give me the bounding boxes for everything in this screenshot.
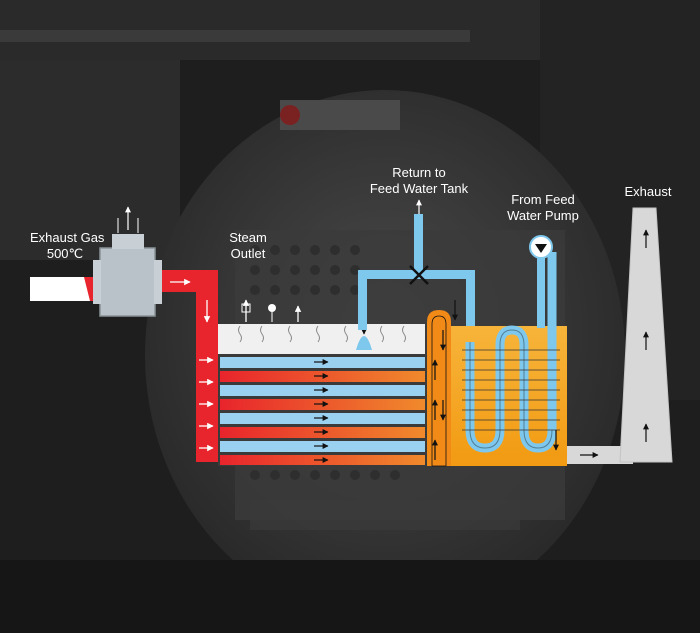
return-line2: Feed Water Tank	[369, 181, 469, 196]
evaporator	[218, 299, 425, 466]
temperature-text: 500℃	[46, 246, 84, 261]
from-feed-line1: From Feed	[511, 192, 575, 207]
label-exhaust: Exhaust	[616, 184, 680, 200]
tube-flow-arrows	[314, 359, 329, 463]
label-exhaust-gas: Exhaust Gas 500℃	[30, 230, 105, 262]
inlet-damper	[99, 247, 156, 317]
three-way-valve-icon	[409, 265, 429, 285]
economizer-coil	[465, 252, 557, 453]
exhaust-text: Exhaust	[624, 184, 672, 199]
fire-tubes	[218, 354, 425, 466]
label-return-feed-tank: Return to Feed Water Tank	[364, 165, 474, 197]
economizer-fins	[462, 349, 560, 431]
pressure-gauge-icon	[268, 304, 276, 312]
brand-logo	[280, 105, 300, 125]
return-piping	[358, 199, 475, 455]
steam-outlet-line2: Outlet	[230, 246, 266, 261]
steam-outlet-line1: Steam	[229, 230, 267, 245]
steam-waves	[238, 325, 406, 343]
exhaust-duct	[567, 207, 673, 464]
water-inlet-nozzle	[356, 336, 372, 350]
return-line1: Return to	[392, 165, 446, 180]
steam-space	[218, 324, 425, 354]
label-from-feed-pump: From Feed Water Pump	[498, 192, 588, 224]
label-steam-outlet: Steam Outlet	[218, 230, 278, 262]
riser-column	[427, 310, 451, 467]
tube-sheet-holes	[250, 245, 400, 480]
exhaust-gas-inlet	[30, 206, 218, 462]
from-feed-line2: Water Pump	[507, 208, 579, 223]
economizer	[451, 235, 567, 466]
exhaust-gas-text: Exhaust Gas	[30, 230, 105, 245]
feed-water-pipe	[537, 258, 545, 328]
steam-outlet-valve	[241, 303, 251, 313]
